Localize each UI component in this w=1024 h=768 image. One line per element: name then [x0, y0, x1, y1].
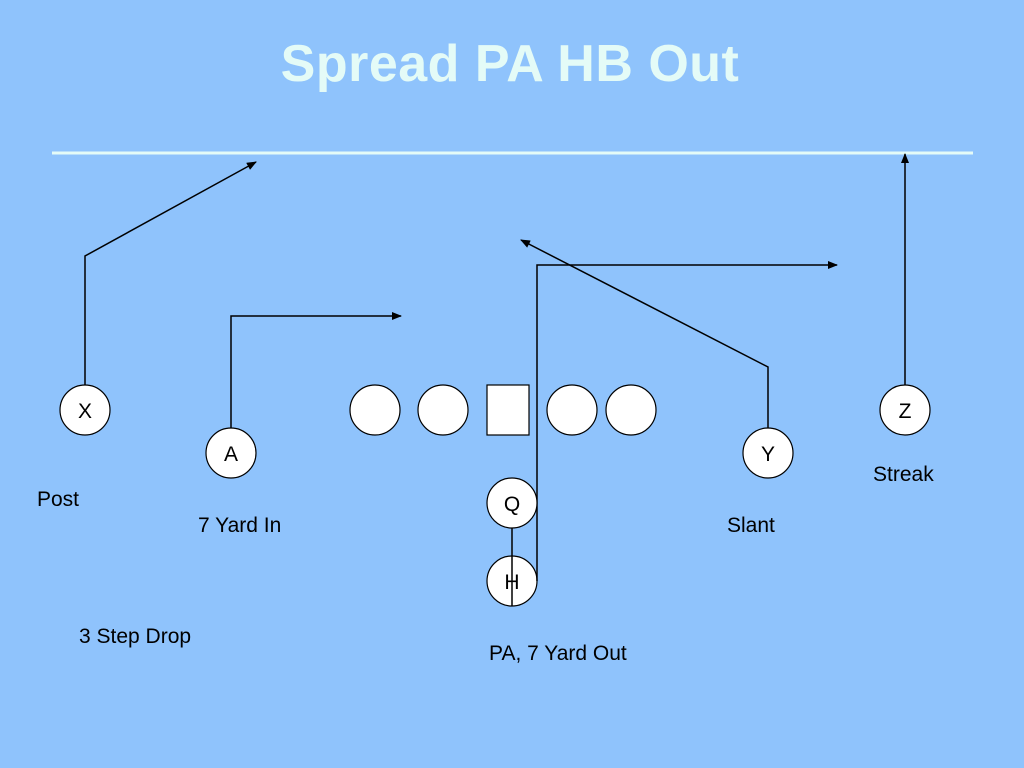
player-x: X — [59, 384, 111, 436]
player-h-label: H — [504, 571, 519, 594]
three-step-drop-note: 3 Step Drop — [79, 625, 192, 648]
player-q: Q — [486, 477, 538, 529]
slant-note: Slant — [727, 514, 775, 537]
player-q-label: Q — [504, 493, 520, 516]
player-a-label: A — [224, 443, 238, 466]
player-h: H — [486, 555, 538, 607]
pa-seven-yard-out-note: PA, 7 Yard Out — [489, 642, 627, 665]
left-guard-circle — [417, 384, 469, 436]
right-guard-circle — [546, 384, 598, 436]
y-slant-route — [520, 239, 769, 430]
a-in-route — [230, 312, 402, 430]
left-tackle-circle — [349, 384, 401, 436]
player-y: Y — [742, 427, 794, 479]
player-z: Z — [879, 384, 931, 436]
player-y-label: Y — [761, 443, 775, 466]
center-square — [486, 384, 530, 436]
player-z-label: Z — [899, 400, 912, 423]
play-title: Spread PA HB Out — [280, 35, 740, 93]
player-x-label: X — [78, 400, 92, 423]
streak-note: Streak — [873, 463, 934, 486]
post-note: Post — [37, 488, 80, 511]
x-post-route — [84, 161, 257, 385]
seven-yard-in-note: 7 Yard In — [198, 514, 282, 537]
right-tackle-circle — [605, 384, 657, 436]
player-a: A — [205, 427, 257, 479]
h-out-route — [536, 261, 838, 570]
